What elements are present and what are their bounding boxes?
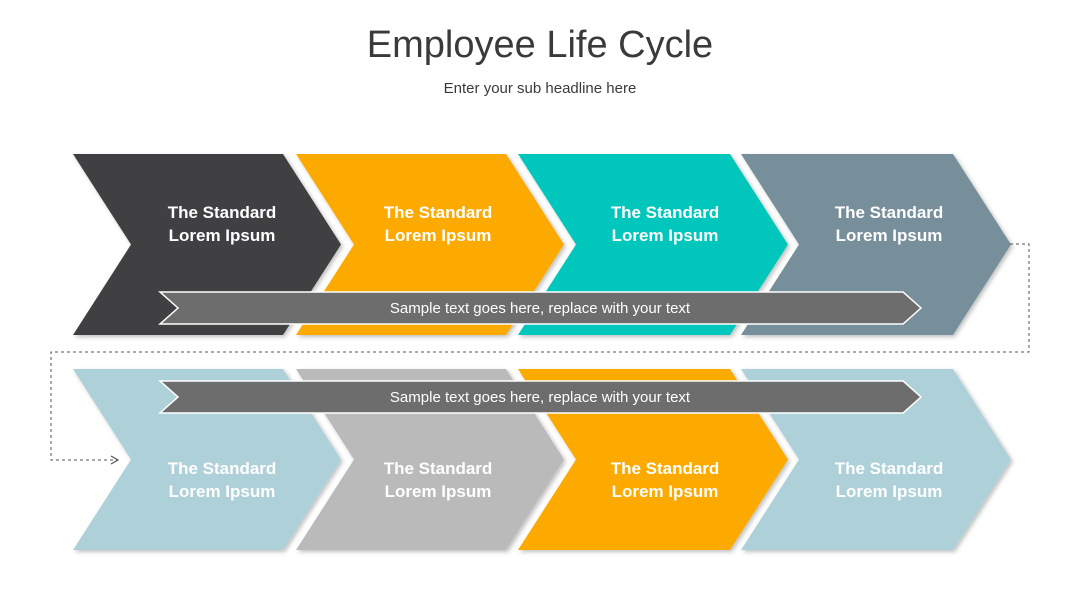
chevron-step-2-4 bbox=[741, 369, 1011, 550]
step-subtitle-2-4: Lorem Ipsum bbox=[836, 482, 943, 501]
row-top: Sample text goes here, replace with your… bbox=[73, 154, 1011, 335]
step-title-2-4: The Standard bbox=[835, 459, 944, 478]
step-subtitle-2-1: Lorem Ipsum bbox=[169, 482, 276, 501]
band-text-1: Sample text goes here, replace with your… bbox=[390, 300, 691, 317]
step-title-1-4: The Standard bbox=[835, 203, 944, 222]
text-band-arrow-1 bbox=[158, 291, 923, 325]
step-title-1-1: The Standard bbox=[168, 203, 277, 222]
step-title-2-2: The Standard bbox=[384, 459, 493, 478]
page-subtitle: Enter your sub headline here bbox=[443, 80, 637, 97]
band-text-2: Sample text goes here, replace with your… bbox=[390, 389, 691, 406]
step-subtitle-1-1: Lorem Ipsum bbox=[169, 226, 276, 245]
chevron-step-1-1 bbox=[73, 154, 341, 335]
step-title-1-3: The Standard bbox=[611, 203, 720, 222]
chevron-step-2-3 bbox=[518, 369, 788, 550]
row-bottom: Sample text goes here, replace with your… bbox=[73, 369, 1011, 550]
chevron-step-1-3 bbox=[518, 154, 788, 335]
step-subtitle-1-4: Lorem Ipsum bbox=[836, 226, 943, 245]
step-subtitle-2-3: Lorem Ipsum bbox=[612, 482, 719, 501]
dashed-connector-line bbox=[50, 243, 1030, 465]
text-band-arrow-2 bbox=[158, 380, 923, 414]
step-title-1-2: The Standard bbox=[384, 203, 493, 222]
chevron-step-1-2 bbox=[296, 154, 564, 335]
step-title-2-3: The Standard bbox=[611, 459, 720, 478]
step-subtitle-1-2: Lorem Ipsum bbox=[385, 226, 492, 245]
step-title-2-1: The Standard bbox=[168, 459, 277, 478]
chevron-step-2-1 bbox=[73, 369, 341, 550]
step-subtitle-2-2: Lorem Ipsum bbox=[385, 482, 492, 501]
page-title: Employee Life Cycle bbox=[366, 24, 714, 66]
dashed-connector bbox=[50, 243, 1030, 465]
chevron-step-2-2 bbox=[296, 369, 564, 550]
step-subtitle-1-3: Lorem Ipsum bbox=[612, 226, 719, 245]
chevron-step-1-4 bbox=[741, 154, 1011, 335]
